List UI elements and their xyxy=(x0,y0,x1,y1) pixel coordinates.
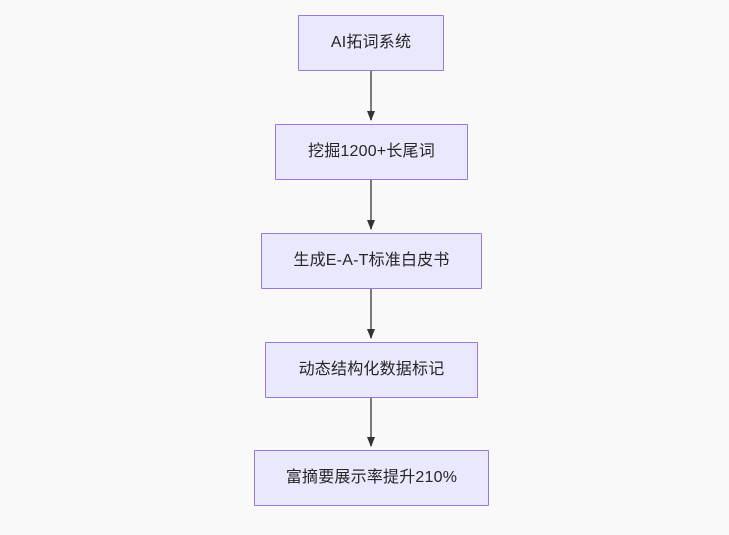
flowchart-node-rich-snippet-impression-lift[interactable]: 富摘要展示率提升210% xyxy=(254,450,489,506)
node-label: 生成E-A-T标准白皮书 xyxy=(293,251,450,269)
flowchart-node-mine-longtail-keywords[interactable]: 挖掘1200+长尾词 xyxy=(275,124,468,180)
node-label: 挖掘1200+长尾词 xyxy=(308,142,435,160)
node-label: 富摘要展示率提升210% xyxy=(285,468,458,486)
node-label: 动态结构化数据标记 xyxy=(298,360,445,378)
flowchart-node-dynamic-structured-data-markup[interactable]: 动态结构化数据标记 xyxy=(265,342,478,398)
flowchart-node-ai-keyword-system[interactable]: AI拓词系统 xyxy=(298,15,444,71)
node-label: AI拓词系统 xyxy=(330,33,412,51)
flowchart-node-generate-eat-whitepaper[interactable]: 生成E-A-T标准白皮书 xyxy=(261,233,482,289)
